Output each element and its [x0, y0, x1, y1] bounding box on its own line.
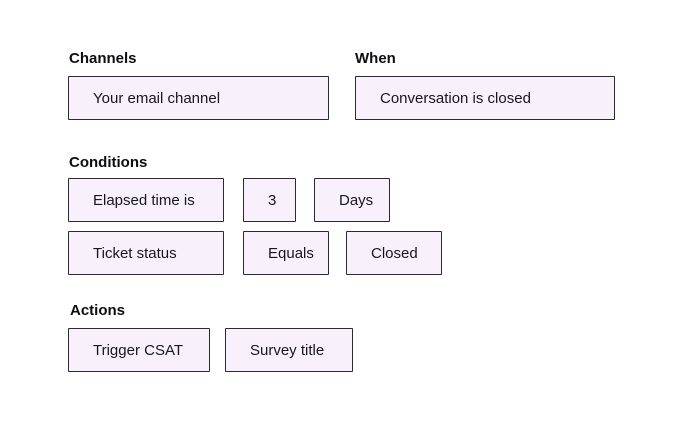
action-param-chip[interactable]: Survey title [225, 328, 353, 372]
section-label-actions: Actions [70, 302, 126, 319]
section-label-when: When [355, 50, 396, 67]
condition-operator-chip[interactable]: Equals [243, 231, 329, 275]
condition-amount-chip[interactable]: 3 [243, 178, 296, 222]
action-chip[interactable]: Trigger CSAT [68, 328, 210, 372]
condition-field-chip[interactable]: Ticket status [68, 231, 224, 275]
section-label-channels: Channels [69, 50, 137, 67]
channel-chip[interactable]: Your email channel [68, 76, 329, 120]
when-trigger-chip[interactable]: Conversation is closed [355, 76, 615, 120]
condition-value-chip[interactable]: Closed [346, 231, 442, 275]
condition-unit-chip[interactable]: Days [314, 178, 390, 222]
section-label-conditions: Conditions [69, 154, 148, 171]
condition-field-chip[interactable]: Elapsed time is [68, 178, 224, 222]
